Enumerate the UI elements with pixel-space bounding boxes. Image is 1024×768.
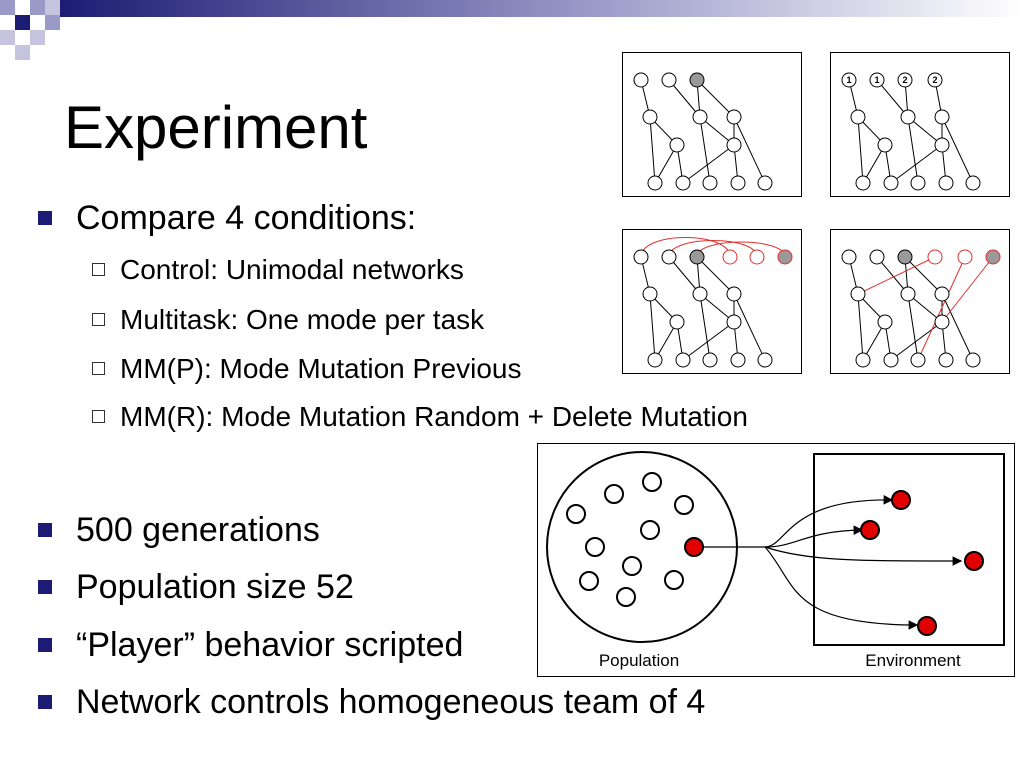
- hollow-square-bullet-icon: [92, 313, 105, 326]
- bullet-text: Population size 52: [76, 568, 354, 606]
- network-diagram-mmp: [622, 229, 802, 374]
- bullet-square-icon: [38, 580, 52, 594]
- bullet-population-size: Population size 52: [38, 567, 354, 607]
- bullet-network-controls: Network controls homogeneous team of 4: [38, 682, 706, 722]
- input-label: 1: [874, 75, 879, 85]
- bullet-player-behavior: “Player” behavior scripted: [38, 625, 464, 665]
- bullet-generations: 500 generations: [38, 510, 320, 550]
- sub-bullet-text: Multitask: One mode per task: [120, 304, 485, 335]
- sub-bullet-text: MM(R): Mode Mutation Random + Delete Mut…: [120, 401, 748, 432]
- selected-individual: [684, 537, 704, 557]
- bullet-text: “Player” behavior scripted: [76, 626, 464, 664]
- network-diagram-multitask: 1 1 2 2: [830, 52, 1010, 197]
- sub-bullet-control: Control: Unimodal networks: [92, 253, 464, 287]
- hollow-square-bullet-icon: [92, 410, 105, 423]
- sub-bullet-multitask: Multitask: One mode per task: [92, 303, 485, 337]
- bullet-square-icon: [38, 523, 52, 537]
- bullet-text: Compare 4 conditions:: [76, 199, 417, 237]
- bullet-square-icon: [38, 211, 52, 225]
- slide-title: Experiment: [64, 94, 368, 161]
- population-environment-diagram: Population Environment: [537, 443, 1015, 677]
- input-label: 1: [846, 75, 851, 85]
- network-diagram-control: [622, 52, 802, 197]
- bullet-square-icon: [38, 638, 52, 652]
- hollow-square-bullet-icon: [92, 263, 105, 276]
- sub-bullet-mmp: MM(P): Mode Mutation Previous: [92, 352, 522, 386]
- population-label: Population: [599, 651, 679, 670]
- sub-bullet-text: MM(P): Mode Mutation Previous: [120, 353, 522, 384]
- bullet-text: Network controls homogeneous team of 4: [76, 683, 706, 721]
- network-diagram-mmr: [830, 229, 1010, 374]
- hollow-square-bullet-icon: [92, 362, 105, 375]
- corner-decoration: [0, 0, 1024, 60]
- bullet-text: 500 generations: [76, 511, 320, 549]
- bullet-square-icon: [38, 695, 52, 709]
- environment-box: [813, 453, 1005, 646]
- input-label: 2: [932, 75, 937, 85]
- input-label: 2: [902, 75, 907, 85]
- environment-label: Environment: [865, 651, 961, 670]
- bullet-compare-conditions: Compare 4 conditions:: [38, 198, 417, 238]
- sub-bullet-mmr: MM(R): Mode Mutation Random + Delete Mut…: [92, 400, 748, 434]
- sub-bullet-text: Control: Unimodal networks: [120, 254, 464, 285]
